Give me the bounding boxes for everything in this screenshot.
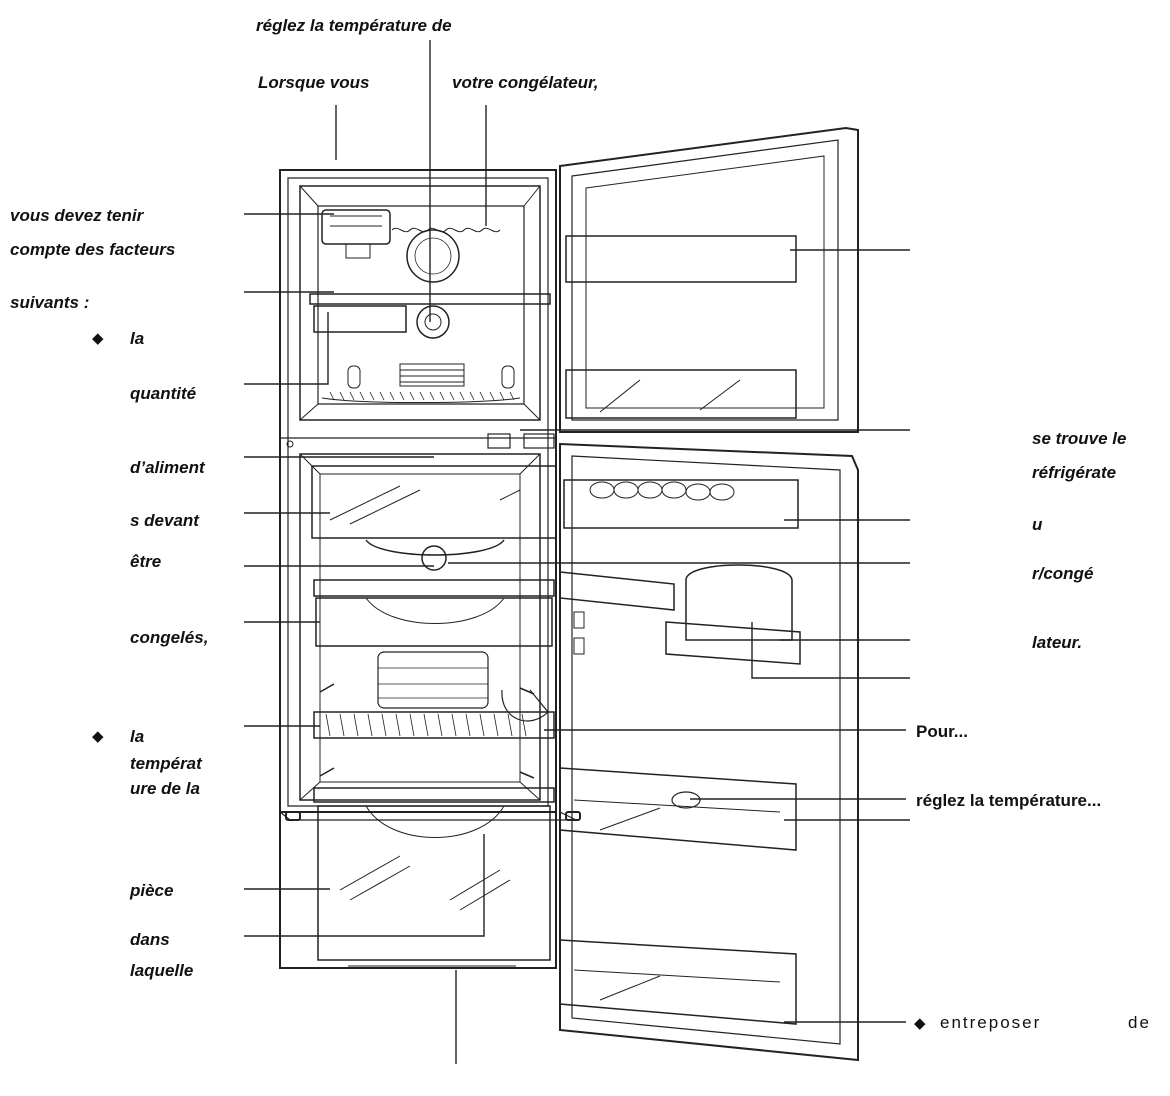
- fridge-shelf-1: [313, 579, 555, 597]
- label-left-8: être: [130, 552, 162, 571]
- door-bin-bottom: [559, 939, 797, 1025]
- freezer-fan: [406, 229, 460, 283]
- ice-tray: [321, 209, 391, 245]
- bullet-icon: ◆: [92, 330, 104, 347]
- label-top-3: votre congélateur,: [452, 73, 599, 92]
- label-left-13: dans: [130, 930, 170, 949]
- dairy-compartment: [685, 564, 793, 641]
- freezer-door: [559, 126, 859, 433]
- bullet-icon: ◆: [914, 1015, 926, 1032]
- label-left-14: laquelle: [130, 961, 194, 980]
- fridge-door: [559, 442, 859, 1062]
- freezer-shelf: [309, 293, 551, 305]
- fridge-compartment: [299, 453, 541, 801]
- bullet-icon: ◆: [92, 728, 104, 745]
- freezer-door-bin-top: [565, 235, 797, 283]
- label-left-9: congelés,: [130, 628, 209, 647]
- label-right-4: r/congé: [1032, 564, 1094, 583]
- label-left-11b: ure de la: [130, 779, 200, 798]
- label-left-6: d’aliment: [130, 458, 205, 477]
- label-left-1: vous devez tenir: [10, 206, 144, 225]
- label-top-2: Lorsque vous: [258, 73, 370, 92]
- freezer-compartment: [299, 185, 541, 421]
- freezer-temp-knob: [416, 305, 450, 339]
- label-left-10: la: [130, 727, 145, 746]
- label-right-5: lateur.: [1032, 633, 1083, 652]
- label-top-1: réglez la température de: [256, 16, 452, 35]
- fridge-shelf-2: [313, 711, 555, 739]
- label-left-11a: températ: [130, 754, 202, 773]
- door-bin-middle: [559, 767, 797, 851]
- fridge-top-cover: [311, 465, 557, 539]
- crisper-cover: [313, 787, 555, 803]
- label-right-6: Pour...: [916, 722, 968, 741]
- label-left-7: s devant: [130, 511, 199, 530]
- crisper-drawer: [317, 805, 551, 961]
- leader-right-6: [751, 622, 910, 679]
- label-right-8b: de: [1128, 1013, 1151, 1032]
- label-left-12: pièce: [130, 881, 174, 900]
- freezer-door-bin-bottom: [565, 369, 797, 419]
- egg-tray: [563, 479, 799, 529]
- door-shelf-small: [559, 571, 675, 611]
- leader-left-10: [244, 834, 485, 937]
- label-right-7: réglez la température...: [916, 791, 1102, 810]
- label-right-2: réfrigérate: [1032, 463, 1117, 482]
- label-left-3: suivants :: [10, 293, 90, 312]
- label-left-2: compte des facteurs: [10, 240, 176, 259]
- label-right-3: u: [1032, 515, 1043, 534]
- label-left-4: la: [130, 329, 145, 348]
- leader-left-3: [244, 312, 329, 385]
- label-right-1: se trouve le: [1032, 429, 1127, 448]
- label-right-8a: entreposer: [940, 1013, 1042, 1032]
- label-left-5: quantité: [130, 384, 197, 403]
